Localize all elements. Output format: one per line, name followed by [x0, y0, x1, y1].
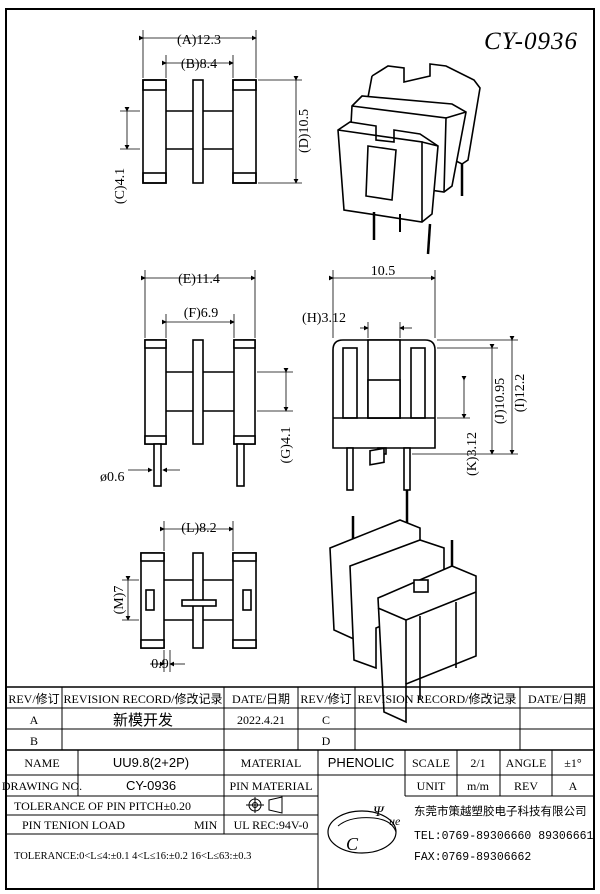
dim-m-label: (M)7	[112, 586, 127, 615]
rev-d: D	[322, 734, 331, 748]
pin-material-label: PIN MATERIAL	[230, 779, 313, 793]
svg-text:C: C	[346, 834, 359, 854]
iso-view-bottom	[329, 447, 477, 724]
rev-header-2: REVISION RECORD/修改记录	[63, 691, 222, 706]
front-view-top	[142, 79, 257, 184]
revision-table	[6, 686, 594, 751]
unit-value: m/m	[467, 779, 490, 793]
bottom-view	[140, 552, 257, 649]
dim-pitch-label: 0.9	[151, 657, 169, 672]
dim-l-label: (L)8.2	[181, 521, 216, 536]
end-view-mid	[332, 339, 436, 491]
rev-a-record: 新模开发	[113, 712, 173, 729]
rev-header-6: DATE/日期	[528, 692, 586, 706]
dim-h-label: (H)3.12	[302, 311, 346, 326]
drawing-no-value: CY-0936	[126, 778, 176, 793]
dims-mid-left	[128, 270, 293, 473]
projection-symbol-icon	[246, 796, 283, 814]
angle-label: ANGLE	[506, 756, 547, 770]
company-tel: TEL:0769-89306660 89306661	[414, 830, 594, 843]
company-logo: C Ψ ue	[327, 804, 401, 854]
angle-value: ±1°	[564, 756, 582, 770]
dim-k-label: (K)3.12	[465, 432, 480, 476]
dim-a-label: (A)12.3	[177, 33, 221, 48]
dim-b-label: (B)8.4	[181, 57, 217, 72]
rev-header-1: REV/修订	[8, 691, 59, 706]
rev-b: B	[30, 734, 38, 748]
drawing-id-label: CY-0936	[484, 28, 578, 55]
drawing-no-label: DRAWING NO.	[2, 779, 82, 793]
svg-text:Ψ: Ψ	[373, 804, 385, 820]
pin-tension-label: PIN TENION LOAD	[22, 818, 125, 832]
tolerance-pitch: TOLERANCE OF PIN PITCH±0.20	[14, 799, 191, 813]
title-block	[6, 750, 594, 889]
rev-header-3: DATE/日期	[232, 692, 290, 706]
dim-d-label: (D)10.5	[297, 109, 312, 153]
unit-label: UNIT	[417, 779, 446, 793]
rev-header-5: REVISION RECORD/修改记录	[357, 691, 516, 706]
dim-e-label: (E)11.4	[178, 272, 220, 287]
dims-mid-right	[329, 270, 518, 455]
rev-c: C	[322, 713, 330, 727]
rev-a: A	[30, 713, 39, 727]
dim-g-label: (G)4.1	[279, 427, 294, 464]
dims-bottom-left	[122, 521, 234, 672]
sheet-border	[5, 8, 595, 890]
rev-header-4: REV/修订	[300, 691, 351, 706]
dim-width-label: 10.5	[371, 264, 396, 279]
rev-a-date: 2022.4.21	[237, 713, 285, 727]
dim-c-label: (C)4.1	[113, 168, 128, 204]
ul-rec: UL REC:94V-0	[234, 818, 309, 832]
side-view-mid	[144, 339, 256, 487]
rev-value: A	[569, 779, 578, 793]
tolerance-line: TOLERANCE:0<L≤4:±0.1 4<L≤16:±0.2 16<L≤63…	[14, 851, 251, 862]
name-value: UU9.8(2+2P)	[113, 755, 189, 770]
dim-j-label: (J)10.95	[493, 378, 508, 424]
scale-label: SCALE	[412, 756, 450, 770]
pin-tension-min: MIN	[194, 818, 218, 832]
logo-text: ue	[389, 814, 401, 828]
dim-i-label: (I)12.2	[513, 374, 528, 413]
iso-view-top	[337, 63, 481, 255]
material-value: PHENOLIC	[328, 755, 394, 770]
company-name: 东莞市策越塑胶电子科技有限公司	[414, 804, 587, 818]
material-label: MATERIAL	[241, 756, 302, 770]
scale-value: 2/1	[470, 756, 485, 770]
dim-pin-label: ø0.6	[100, 470, 125, 485]
company-fax: FAX:0769-89306662	[414, 851, 531, 864]
rev-label: REV	[514, 779, 538, 793]
dims-top-left	[120, 30, 302, 184]
dim-f-label: (F)6.9	[184, 306, 219, 321]
name-label: NAME	[24, 756, 59, 770]
